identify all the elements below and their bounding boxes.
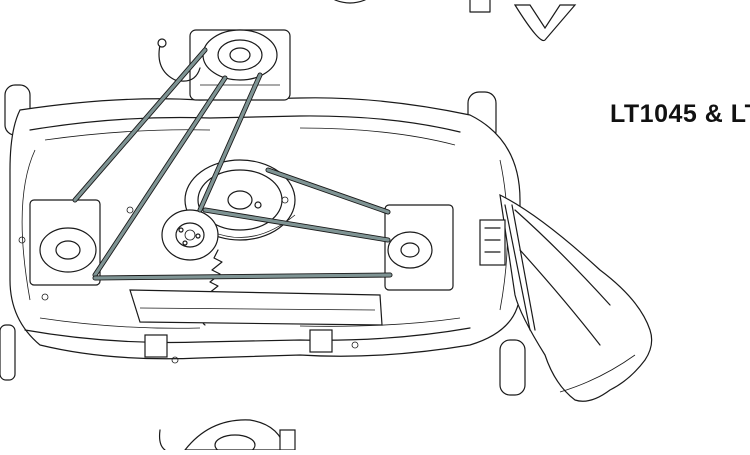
tension-idler-pulley bbox=[161, 209, 219, 261]
discharge-chute bbox=[499, 193, 653, 402]
right-spindle-housing bbox=[384, 204, 454, 291]
lower-frame bbox=[126, 196, 383, 364]
top-fragments bbox=[334, 0, 577, 42]
right-gauge-wheels bbox=[467, 91, 526, 396]
chute-linkage bbox=[479, 204, 536, 331]
left-spindle-housing bbox=[18, 199, 101, 301]
left-gauge-wheel bbox=[0, 84, 31, 381]
model-label: LT1045 & LT bbox=[610, 100, 750, 128]
drive-belt bbox=[72, 47, 393, 281]
bottom-fragment bbox=[158, 419, 296, 455]
top-idler-pulley bbox=[202, 29, 278, 81]
cable-hook bbox=[157, 38, 201, 82]
